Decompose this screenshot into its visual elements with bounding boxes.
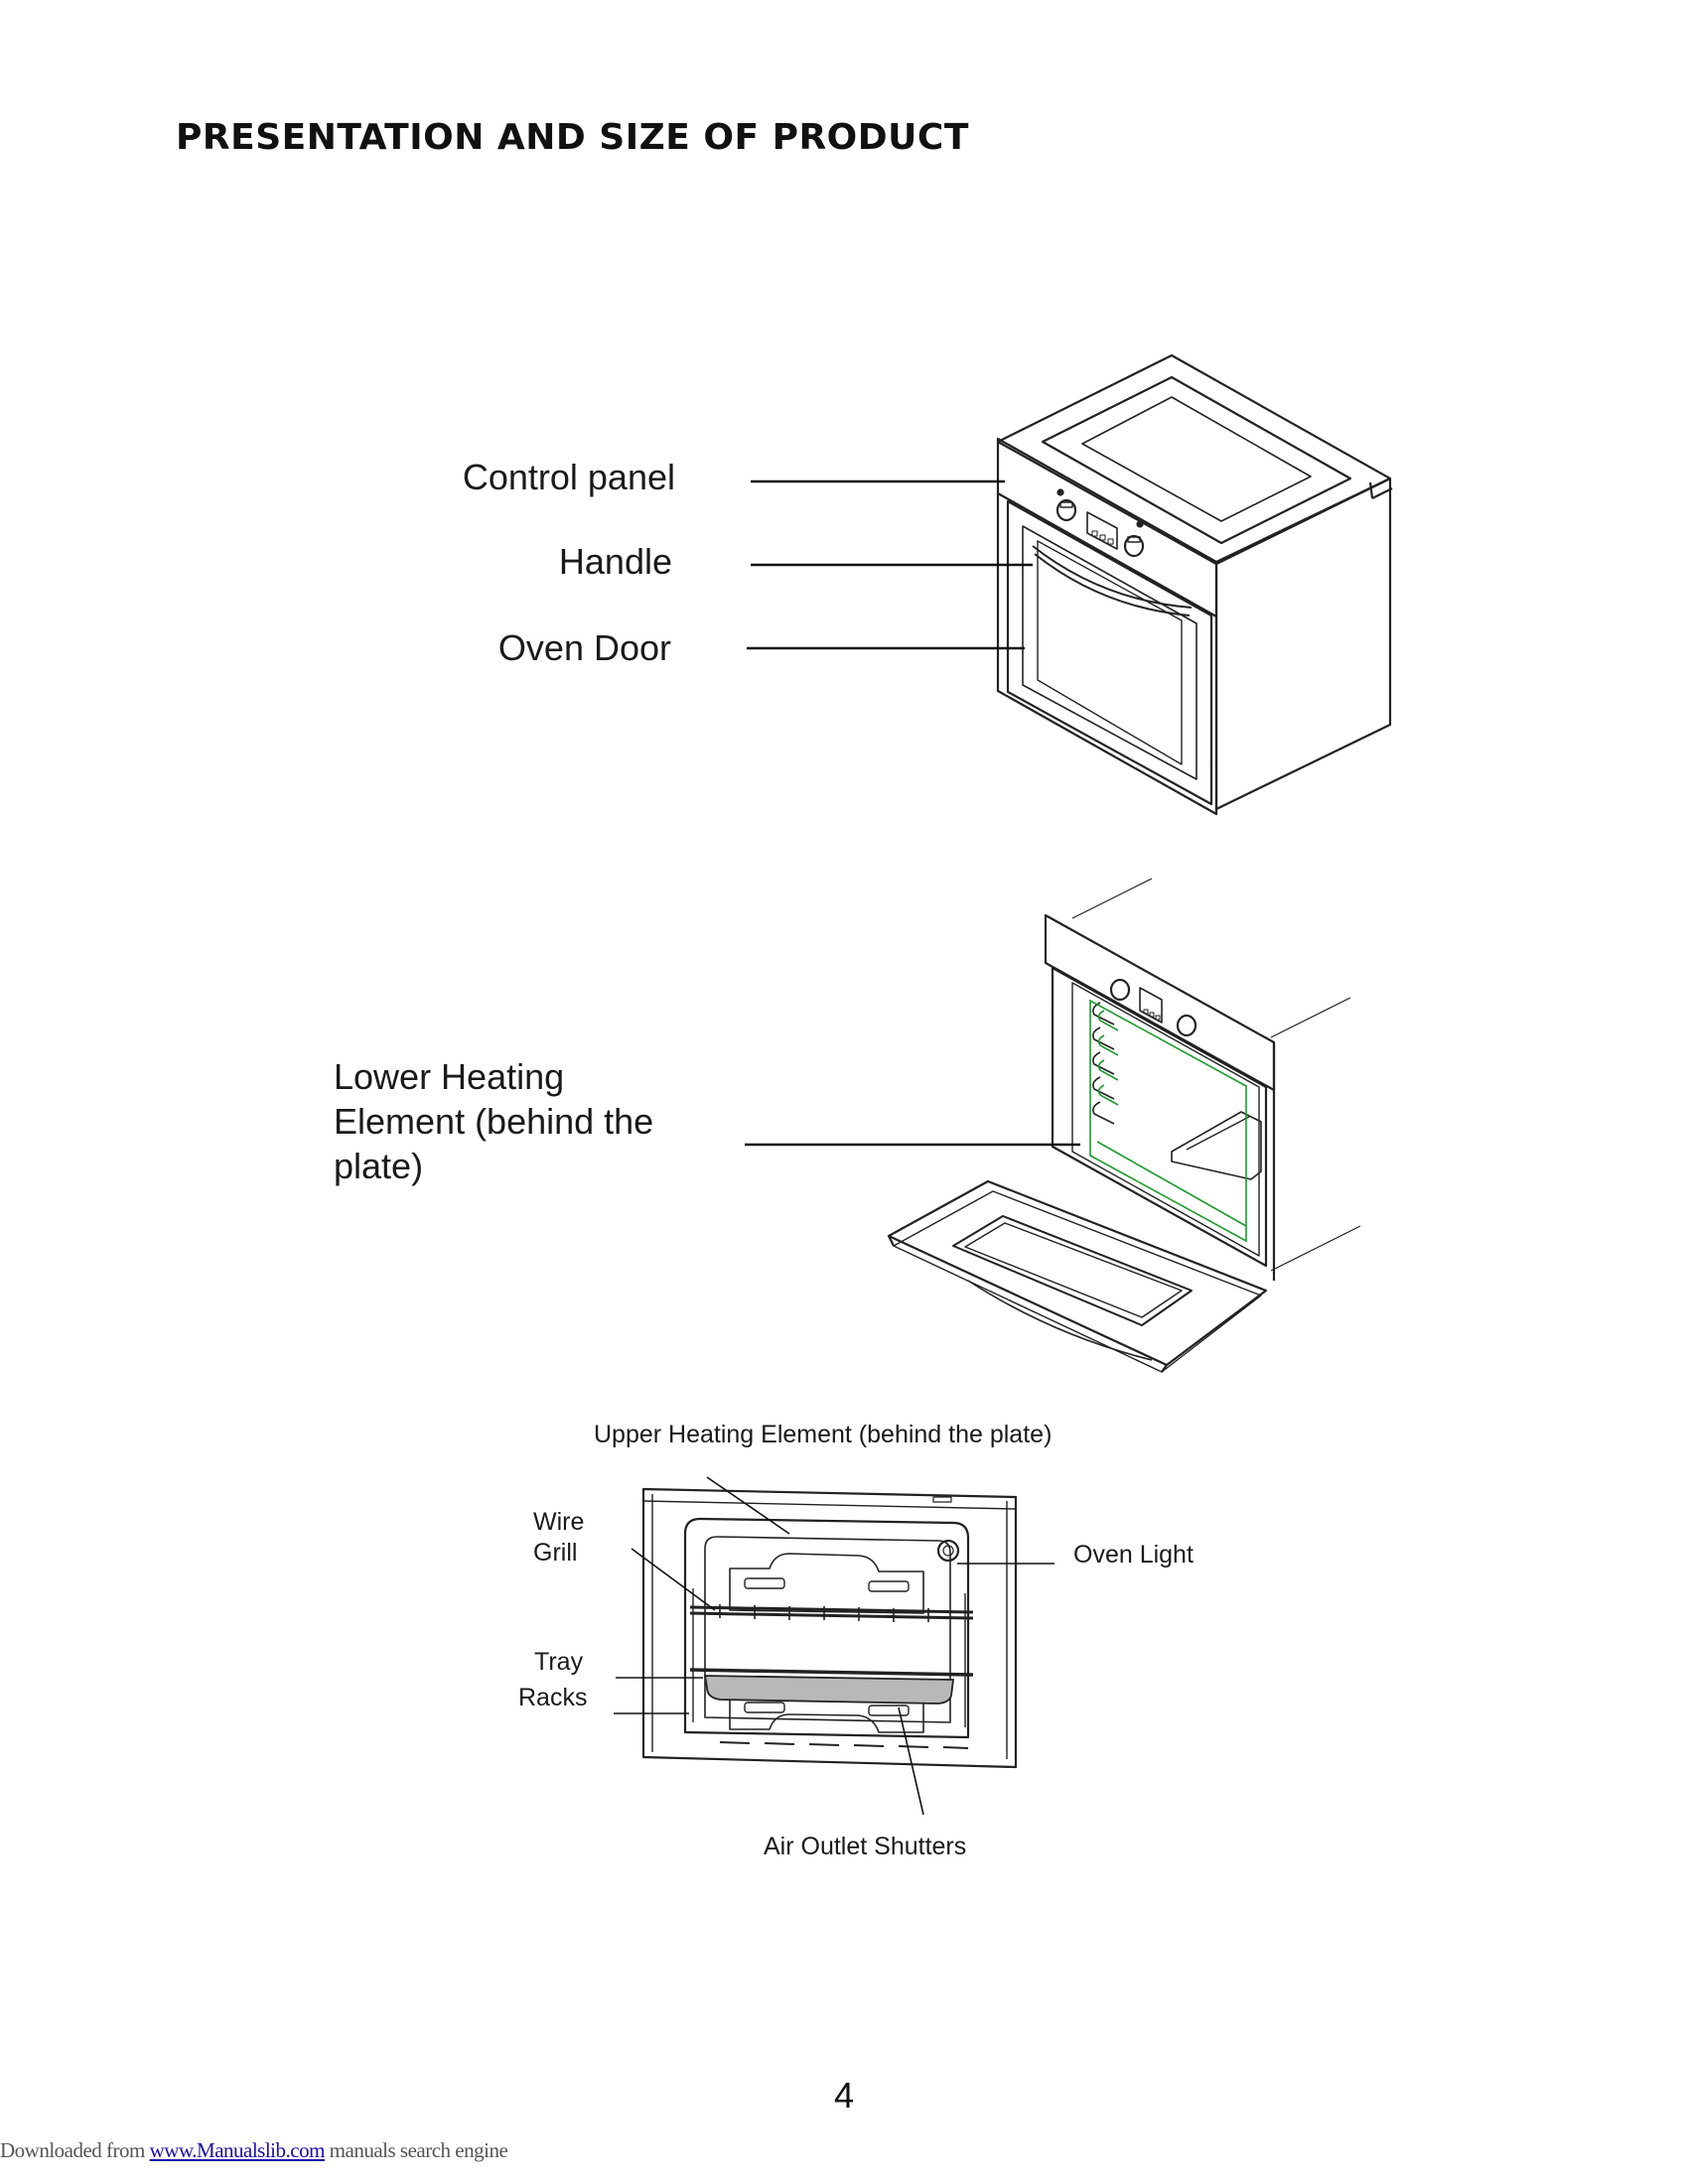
footer: Downloaded from www.Manualslib.com manua… (0, 2138, 508, 2163)
label-grill: Grill (533, 1539, 578, 1567)
label-air-outlet-shutters: Air Outlet Shutters (764, 1833, 967, 1860)
label-oven-light: Oven Light (1073, 1541, 1194, 1569)
label-lower-heating-line1: Lower Heating (334, 1056, 565, 1097)
page-title: PRESENTATION AND SIZE OF PRODUCT (176, 117, 969, 158)
label-lower-heating-line2: Element (behind the (334, 1101, 654, 1142)
label-racks: Racks (518, 1684, 588, 1711)
footer-prefix: Downloaded from (0, 2138, 150, 2162)
label-control-panel: Control panel (462, 457, 675, 497)
label-handle: Handle (558, 541, 672, 582)
label-oven-door: Oven Door (497, 627, 671, 668)
label-upper-heating: Upper Heating Element (behind the plate) (594, 1421, 1053, 1448)
label-wire: Wire (533, 1508, 585, 1536)
footer-suffix: manuals search engine (324, 2138, 508, 2162)
label-tray: Tray (534, 1648, 584, 1676)
manualslib-link[interactable]: www.Manualslib.com (149, 2138, 326, 2162)
page-number: 4 (833, 2075, 855, 2116)
label-lower-heating-line3: plate) (334, 1146, 424, 1186)
